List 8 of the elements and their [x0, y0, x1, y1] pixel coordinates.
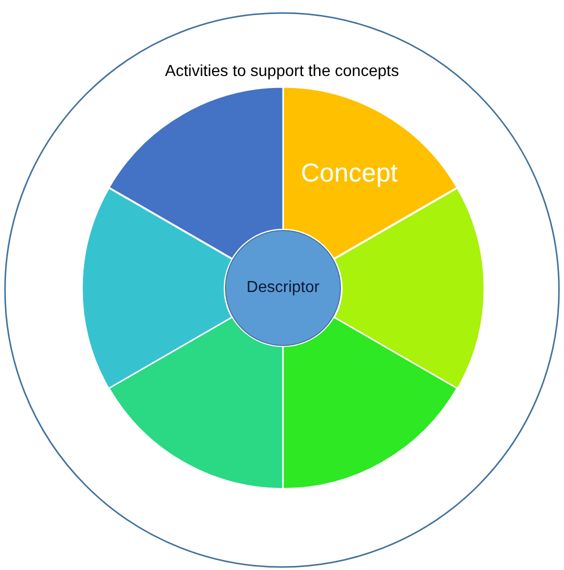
pie-segment — [82, 186, 234, 390]
pie-segment — [108, 86, 284, 260]
center-label: Descriptor — [246, 279, 320, 297]
pie-segment — [282, 316, 458, 490]
segment-label: Concept — [300, 158, 398, 189]
pie-segment — [332, 186, 484, 390]
pie-segment — [108, 316, 284, 490]
heading: Activities to support the concepts — [165, 63, 399, 81]
